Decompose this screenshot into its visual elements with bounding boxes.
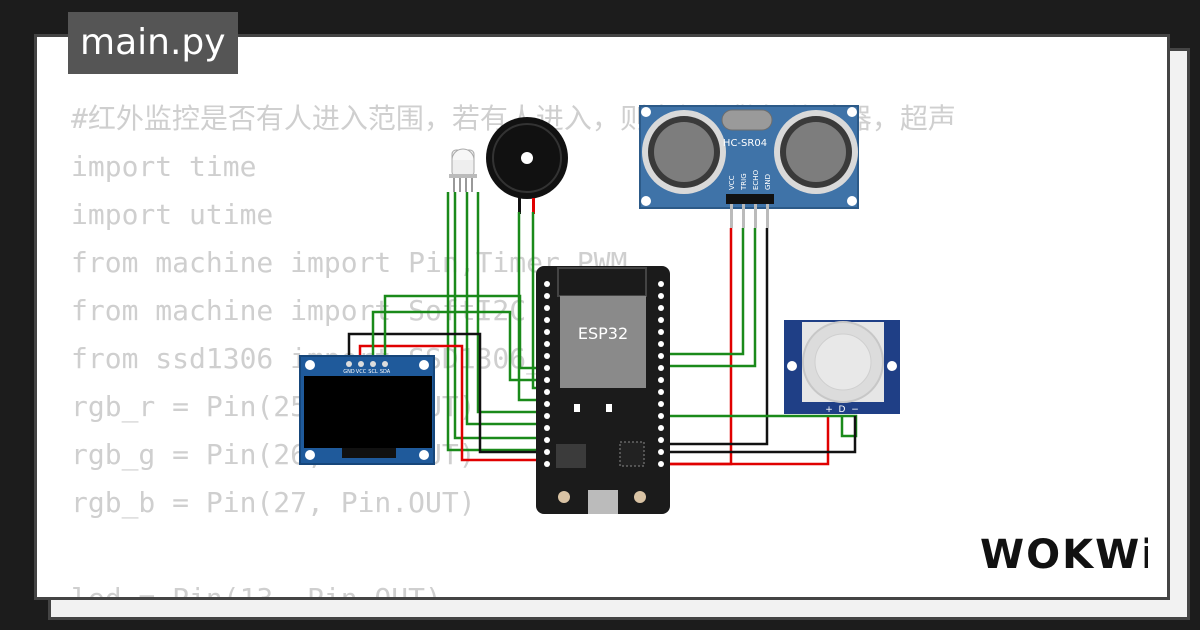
wokwi-logo: WOKWi xyxy=(980,532,1148,578)
code-line: rgb_b = Pin(27, Pin.OUT) xyxy=(71,486,476,519)
wire-green xyxy=(371,310,547,382)
oled-display[interactable]: GND VCC SCL SDA xyxy=(299,355,435,465)
code-line: import utime xyxy=(71,198,274,231)
wire-black xyxy=(347,332,547,454)
code-line: led = Pin(13, Pin.OUT) xyxy=(71,582,442,600)
wire-red xyxy=(661,416,830,466)
sensor-pin-vcc: VCC xyxy=(728,175,736,190)
pir-pin-d: D xyxy=(839,405,846,415)
code-line: from machine import Pin,Timer,PWM xyxy=(71,246,628,279)
wire-black xyxy=(661,228,769,446)
esp32-board[interactable]: ESP32 xyxy=(536,266,670,514)
wire-black xyxy=(661,416,857,454)
esp32-pin-headers xyxy=(544,281,664,467)
pir-sensor[interactable]: + D − xyxy=(784,320,900,415)
pir-pin-plus: + xyxy=(825,405,833,415)
oled-pin-gnd: GND xyxy=(343,369,355,375)
wire-green xyxy=(453,192,547,440)
buzzer[interactable] xyxy=(486,117,568,214)
wire-red xyxy=(358,344,547,462)
sensor-pin-echo: ECHO xyxy=(752,169,760,190)
ultrasonic-sensor[interactable]: HC-SR04 VCC TRIG ECHO GND xyxy=(639,105,859,228)
wire-green xyxy=(383,294,547,370)
pir-pin-minus: − xyxy=(851,405,859,415)
wire-green xyxy=(465,192,547,426)
wire-green xyxy=(446,192,547,452)
sensor-label: HC-SR04 xyxy=(723,138,767,149)
sensor-pin-gnd: GND xyxy=(764,174,772,190)
wire-red xyxy=(661,228,733,466)
wire-green xyxy=(661,228,757,368)
code-line: import time xyxy=(71,150,257,183)
wire-green xyxy=(476,192,547,414)
wire-green xyxy=(661,228,745,356)
wokwi-logo-text: WOKWi xyxy=(980,532,1148,578)
esp32-label: ESP32 xyxy=(578,324,628,343)
oled-pin-scl: SCL xyxy=(368,369,378,375)
sensor-pin-trig: TRIG xyxy=(740,173,748,191)
file-tab[interactable]: main.py xyxy=(68,12,238,74)
oled-pin-sda: SDA xyxy=(380,369,391,375)
oled-pin-vcc: VCC xyxy=(356,369,367,375)
wires xyxy=(347,192,858,466)
rgb-led[interactable] xyxy=(449,148,477,192)
